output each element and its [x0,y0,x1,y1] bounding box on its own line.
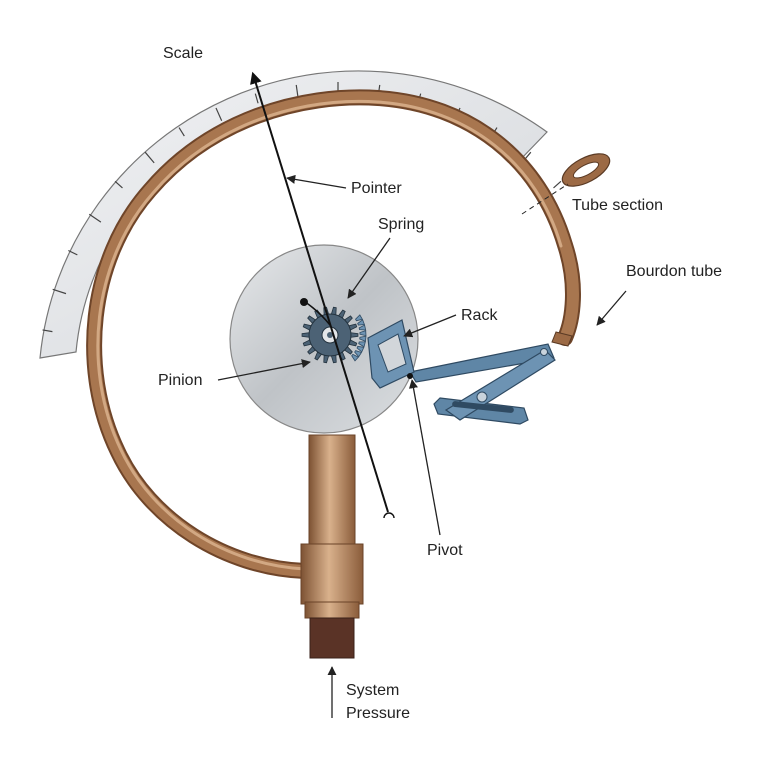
label-pinion: Pinion [158,372,202,389]
rack-tooth [357,319,365,326]
rack-teeth [351,314,367,362]
rack-tooth [351,353,360,362]
scale-tick [144,151,155,164]
rack-tooth [358,341,366,348]
scale-tick [215,107,223,121]
scale-tick [178,127,185,137]
pinion-leader [217,359,311,381]
rack-leader [403,314,457,338]
label-scale: Scale [163,45,203,62]
rack-tooth [359,335,367,342]
leader-lines [217,174,627,718]
spring-leader [347,237,391,299]
rack-tooth [356,345,365,353]
scale-tick [42,329,53,333]
spring-anchor [300,298,308,306]
rack [351,314,415,389]
rack-tooth [359,330,367,337]
scale-tick [88,213,102,223]
scale-tick [52,288,67,295]
label-system-pressure-line2: Pressure [346,705,410,722]
label-bourdon-tube: Bourdon tube [626,263,722,280]
scale-tick [68,249,78,256]
scale-tick [254,93,259,104]
label-system-pressure-line1: System [346,682,399,699]
pointer [250,71,389,513]
linkage-arm [409,343,556,425]
scale-tick [114,180,123,189]
label-rack: Rack [461,307,498,324]
rack-tooth [358,324,367,331]
pivot [407,373,413,379]
rack-tooth [355,314,363,322]
label-tube-section: Tube section [572,197,663,214]
rack-tooth [354,350,363,358]
label-spring: Spring [378,216,424,233]
tube-stem [300,434,364,659]
tube-section [521,153,611,215]
scale-tick [553,180,562,189]
pointer-tail [383,512,395,519]
pivot-leader [408,379,441,536]
bourdon-tube [86,89,581,579]
pointer-leader [286,174,347,189]
label-pivot: Pivot [427,542,463,559]
bourdon-tube-leader [596,290,627,326]
label-pointer: Pointer [351,180,402,197]
